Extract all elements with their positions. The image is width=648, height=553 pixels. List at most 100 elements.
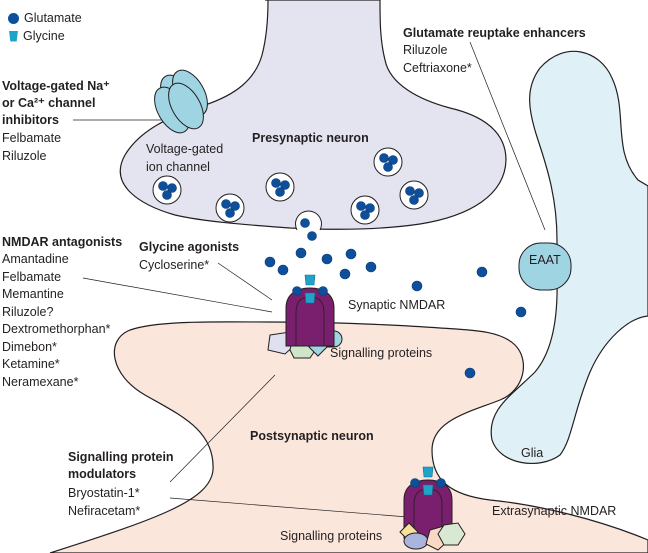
glutamate-molecule [271, 178, 281, 188]
ion-channel-subunit [168, 82, 204, 130]
drug-item: Memantine [2, 287, 64, 301]
legend-item-glycine: Glycine [9, 29, 65, 43]
title-line: modulators [68, 467, 137, 481]
drug-item: Felbamate [2, 269, 62, 284]
title-line: or Ca²⁺ channel [2, 96, 96, 110]
eaat-label: EAAT [529, 253, 561, 267]
glutamate-icon [8, 12, 19, 24]
glutamate-molecule [318, 286, 328, 296]
signalling-proteins-label-top: Signalling proteins [330, 346, 433, 360]
drug-item: Amantadine [2, 252, 69, 266]
postsynaptic-neuron [49, 321, 648, 553]
extrasynaptic-nmdar-label: Extrasynaptic NMDAR [492, 504, 617, 518]
label-line: Voltage-gated [146, 142, 224, 156]
drug-item: Dimebon* [2, 339, 57, 354]
synaptic-vesicle [152, 175, 182, 205]
glutamate-molecule [277, 264, 289, 276]
glutamate-molecule [411, 280, 423, 292]
channel-inhibitors-drugs: Felbamate Riluzole [2, 130, 61, 165]
glutamate-molecule [275, 187, 285, 197]
signalling-modulators-drugs: Bryostatin-1* Nefiracetam* [68, 485, 140, 520]
nmdar-antagonists-title: NMDAR antagonists [2, 235, 123, 249]
glutamate-molecule [356, 201, 366, 211]
glycine-icon [9, 30, 18, 42]
drug-item: Ceftriaxone* [403, 60, 472, 75]
reuptake-enhancers-title: Glutamate reuptake enhancers [403, 26, 586, 40]
leader-line [217, 262, 273, 301]
drug-item: Bryostatin-1* [68, 486, 140, 500]
title-line: Voltage-gated Na⁺ [2, 79, 110, 93]
drug-item: Neramexane* [2, 374, 79, 389]
synaptic-vesicle [215, 193, 245, 223]
eaat-transporter [518, 242, 572, 291]
drug-item: Ketamine* [2, 357, 60, 371]
glutamate-molecule [321, 253, 333, 265]
glutamate-molecule [410, 478, 420, 488]
glutamate-molecule [360, 210, 370, 220]
leader-line [169, 374, 276, 483]
legend-label: Glycine [23, 29, 65, 43]
title-line: inhibitors [2, 113, 59, 127]
reuptake-enhancers-drugs: Riluzole Ceftriaxone* [403, 42, 472, 77]
glutamate-molecule [409, 195, 419, 205]
glutamate-molecule [221, 199, 231, 209]
glycine-molecule [304, 274, 316, 286]
glutamate-molecule [158, 181, 168, 191]
synaptic-vesicle [373, 147, 403, 177]
leader-line [169, 497, 421, 519]
drug-item: Riluzole? [2, 304, 54, 319]
glutamate-molecule [167, 183, 177, 193]
glutamate-molecule [264, 256, 276, 268]
drug-item: Riluzole [403, 43, 448, 57]
glutamate-molecule [414, 188, 424, 198]
glutamate-molecule [225, 208, 235, 218]
glutamate-molecule [464, 367, 476, 379]
glycine-molecule [422, 466, 434, 478]
glutamate-molecule [280, 180, 290, 190]
drug-item: Nefiracetam* [68, 503, 141, 518]
glutamate-molecule [365, 203, 375, 213]
legend-item-glutamate: Glutamate [8, 11, 82, 25]
glutamate-molecule [162, 190, 172, 200]
presynaptic-label: Presynaptic neuron [252, 131, 369, 145]
glutamate-molecule [300, 218, 310, 228]
glutamate-molecule [436, 478, 446, 488]
glutamate-molecule [379, 153, 389, 163]
glutamate-molecule [295, 247, 307, 259]
glutamate-molecule [339, 268, 351, 280]
glutamate-molecule [345, 248, 357, 260]
channel-inhibitors-title: Voltage-gated Na⁺ or Ca²⁺ channel inhibi… [2, 78, 110, 129]
legend-label: Glutamate [24, 11, 82, 25]
drug-item: Riluzole [2, 148, 47, 163]
glutamate-molecule [292, 286, 302, 296]
glutamate-molecule [307, 231, 317, 241]
presynaptic-neuron [119, 0, 507, 230]
glutamate-molecule [388, 155, 398, 165]
signalling-modulators-title: Signalling protein modulators [68, 449, 174, 483]
glycine-molecule [422, 484, 434, 496]
signalling-proteins-label-bottom: Signalling proteins [280, 529, 383, 543]
drug-item: Dextromethorphan* [2, 322, 111, 336]
glutamate-molecule [515, 306, 527, 318]
synaptic-vesicle [265, 172, 295, 202]
synaptic-vesicle [399, 180, 429, 210]
glutamate-molecule [365, 261, 377, 273]
ion-channel-label: Voltage-gated ion channel [146, 141, 223, 176]
signalling-protein [403, 532, 429, 550]
signalling-protein [437, 522, 466, 546]
glycine-agonists-drug: Cycloserine* [139, 258, 210, 272]
nmdar-antagonists-drugs: Amantadine Felbamate Memantine Riluzole?… [2, 251, 110, 391]
glutamate-molecule [383, 162, 393, 172]
synaptic-vesicle [350, 195, 380, 225]
label-line: ion channel [146, 159, 210, 174]
glutamate-molecule [230, 201, 240, 211]
synaptic-nmdar-label: Synaptic NMDAR [348, 298, 446, 312]
glycine-agonists-title: Glycine agonists [139, 240, 240, 254]
drug-item: Felbamate [2, 131, 62, 145]
leader-line [469, 41, 546, 231]
glia-label: Glia [521, 446, 544, 460]
glutamate-molecule [405, 186, 415, 196]
glycine-molecule [304, 292, 316, 304]
title-line: Signalling protein [68, 450, 174, 464]
